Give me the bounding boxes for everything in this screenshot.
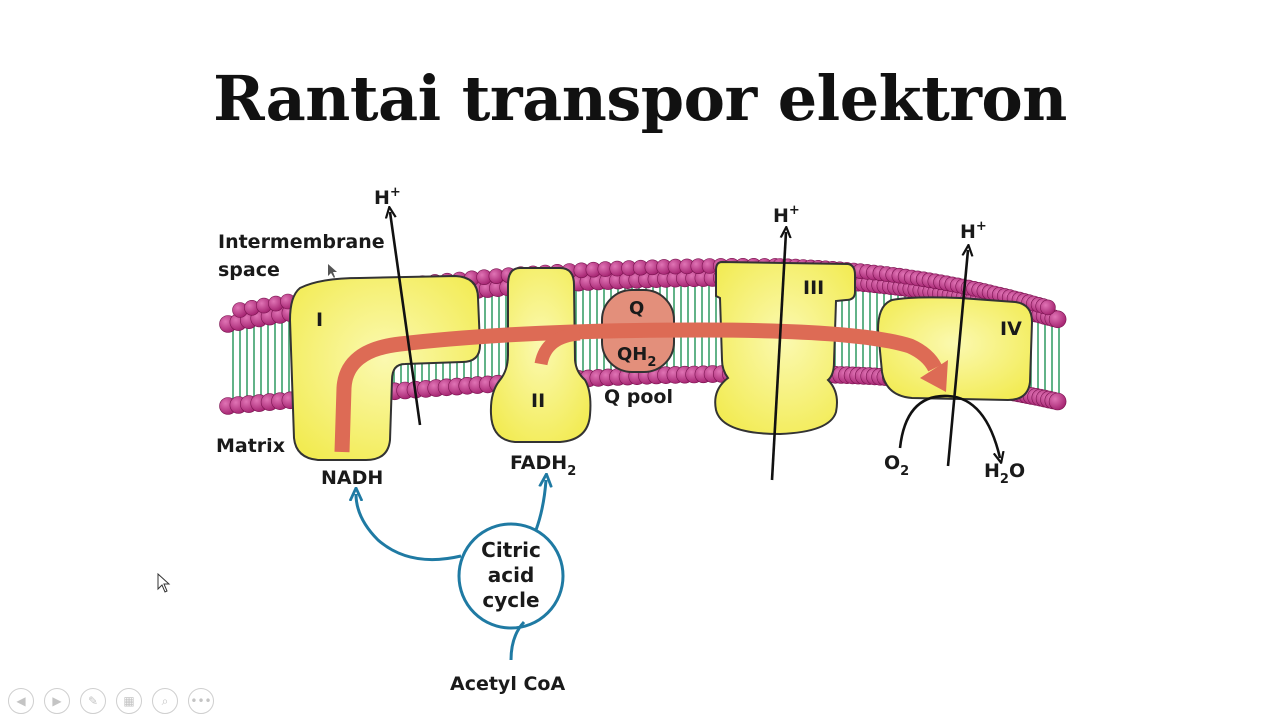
small-cursor-icon xyxy=(328,264,337,278)
arrow-to-fadh2 xyxy=(534,480,546,531)
cycle-label-line3: cycle xyxy=(482,588,539,612)
h2o-label: H2O xyxy=(984,460,1025,487)
proton-arrow-3 xyxy=(946,250,968,467)
electron-flow xyxy=(334,322,942,453)
proton-arrow-2 xyxy=(770,232,786,481)
q-pool-label: Q pool xyxy=(604,386,673,408)
complex-i-label: I xyxy=(316,309,323,331)
slides-icon[interactable]: ▦ xyxy=(116,688,142,714)
next-icon[interactable]: ▶ xyxy=(44,688,70,714)
complex-iii-label: III xyxy=(803,277,824,299)
zoom-icon[interactable]: ⌕ xyxy=(152,688,178,714)
proton-arrow-1 xyxy=(390,212,422,426)
intermembrane-label: Intermembrane xyxy=(218,231,385,253)
cycle-label-line2: acid xyxy=(488,563,535,587)
lipid-head xyxy=(1048,310,1067,329)
slideshow-toolbar: ◀ ▶ ✎ ▦ ⌕ ••• xyxy=(8,687,214,715)
more-icon[interactable]: ••• xyxy=(188,688,214,714)
o2-label: O2 xyxy=(884,452,909,479)
qh2-label: QH2 xyxy=(617,344,656,370)
complex-iv-label: IV xyxy=(1000,318,1022,340)
pen-icon[interactable]: ✎ xyxy=(80,688,106,714)
mouse-cursor-icon xyxy=(157,572,171,598)
lipid-head xyxy=(1048,392,1067,411)
nadh-label: NADH xyxy=(321,467,383,489)
citric-acid-cycle xyxy=(356,480,565,661)
acetyl-coa-label: Acetyl CoA xyxy=(450,673,565,695)
q-label: Q xyxy=(629,298,644,319)
electron-path-fadh2 xyxy=(534,327,581,366)
previous-icon[interactable]: ◀ xyxy=(8,688,34,714)
complex-iii: III xyxy=(714,260,856,436)
fadh2-label: FADH2 xyxy=(510,452,576,479)
complex-ii-label: II xyxy=(531,390,545,412)
proton-label-3: H+ xyxy=(960,219,987,243)
arrow-to-nadh xyxy=(356,494,462,562)
acetyl-coa-feed xyxy=(509,620,526,661)
oxygen-reduction-arrow xyxy=(898,394,1000,458)
cycle-circle xyxy=(457,522,565,630)
proton-label-2: H+ xyxy=(773,203,800,227)
lipid-head xyxy=(1040,299,1056,316)
electron-arrowhead xyxy=(920,360,948,392)
cycle-label-line1: Citric xyxy=(481,538,541,562)
proton-arrows xyxy=(390,212,1000,481)
matrix-label: Matrix xyxy=(216,435,285,457)
slide-title: Rantai transpor elektron xyxy=(213,62,1067,135)
intermembrane-label-line2: space xyxy=(218,259,280,281)
complex-iv: IV xyxy=(876,296,1034,402)
proton-label-1: H+ xyxy=(374,185,401,209)
electron-path-main xyxy=(334,322,942,453)
